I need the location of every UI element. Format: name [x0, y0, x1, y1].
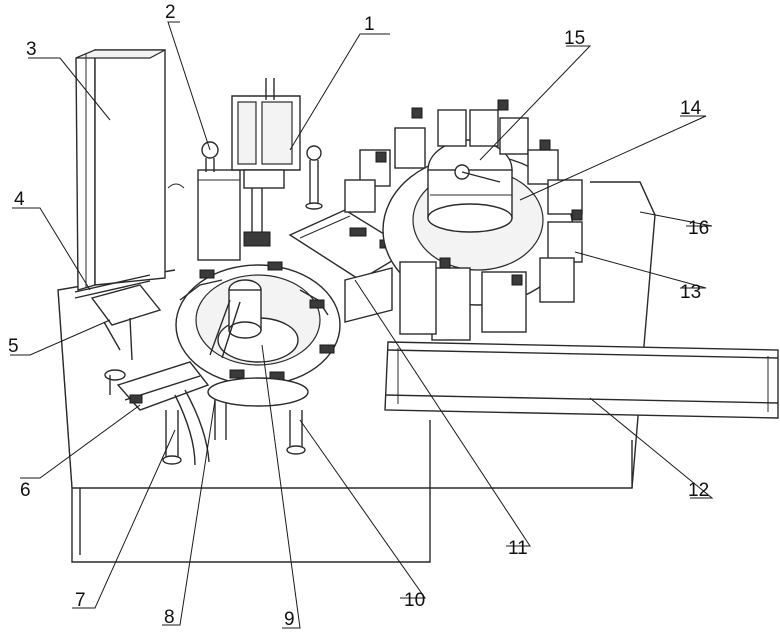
callout-4: 4: [14, 189, 25, 210]
legs-left-rotary: [162, 377, 309, 465]
callout-10: 10: [404, 590, 425, 611]
callout-16: 16: [688, 218, 709, 239]
cabinet-3: [75, 48, 166, 291]
callout-14: 14: [680, 98, 702, 119]
callout-9: 9: [284, 609, 295, 630]
callout-6: 6: [20, 480, 31, 501]
callout-13: 13: [680, 282, 701, 303]
base-table-left: [57, 269, 431, 563]
station-4-5: [74, 274, 162, 395]
station-6-7: [116, 361, 210, 466]
conveyor-12: [384, 341, 779, 419]
callout-11: 11: [508, 538, 528, 559]
rotary-table-9: [175, 261, 341, 386]
callout-1: 1: [364, 14, 375, 35]
callout-8: 8: [164, 607, 175, 628]
callout-5: 5: [8, 336, 19, 357]
fixtures-13: [344, 99, 583, 341]
leader-lines: [10, 21, 714, 629]
callouts: 1 2 3 4 5 6 7 8 9 10 11 12 13 14 15 16: [8, 2, 709, 630]
press-unit-1: [231, 78, 323, 247]
callout-12: 12: [688, 480, 709, 501]
callout-15: 15: [564, 28, 585, 49]
column-2: [167, 141, 241, 261]
callout-7: 7: [75, 590, 86, 611]
callout-2: 2: [165, 2, 176, 23]
callout-3: 3: [26, 39, 37, 60]
